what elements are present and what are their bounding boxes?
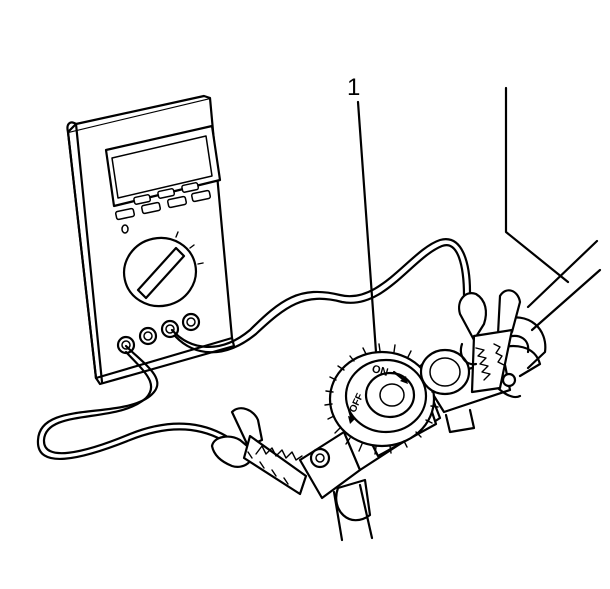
multimeter-buttons bbox=[114, 182, 212, 234]
multimeter bbox=[66, 94, 236, 386]
panel-edges bbox=[504, 86, 602, 332]
test-leads bbox=[36, 238, 472, 460]
callout-1: 1 bbox=[347, 74, 378, 354]
left-alligator-clip bbox=[210, 407, 308, 496]
switch-on-label: ON bbox=[370, 363, 389, 379]
right-connector bbox=[419, 348, 471, 396]
multimeter-dial bbox=[122, 231, 204, 308]
right-alligator-clip bbox=[458, 289, 522, 394]
callout-number: 1 bbox=[347, 74, 360, 101]
rotary-switch: ON OFF bbox=[324, 343, 440, 455]
